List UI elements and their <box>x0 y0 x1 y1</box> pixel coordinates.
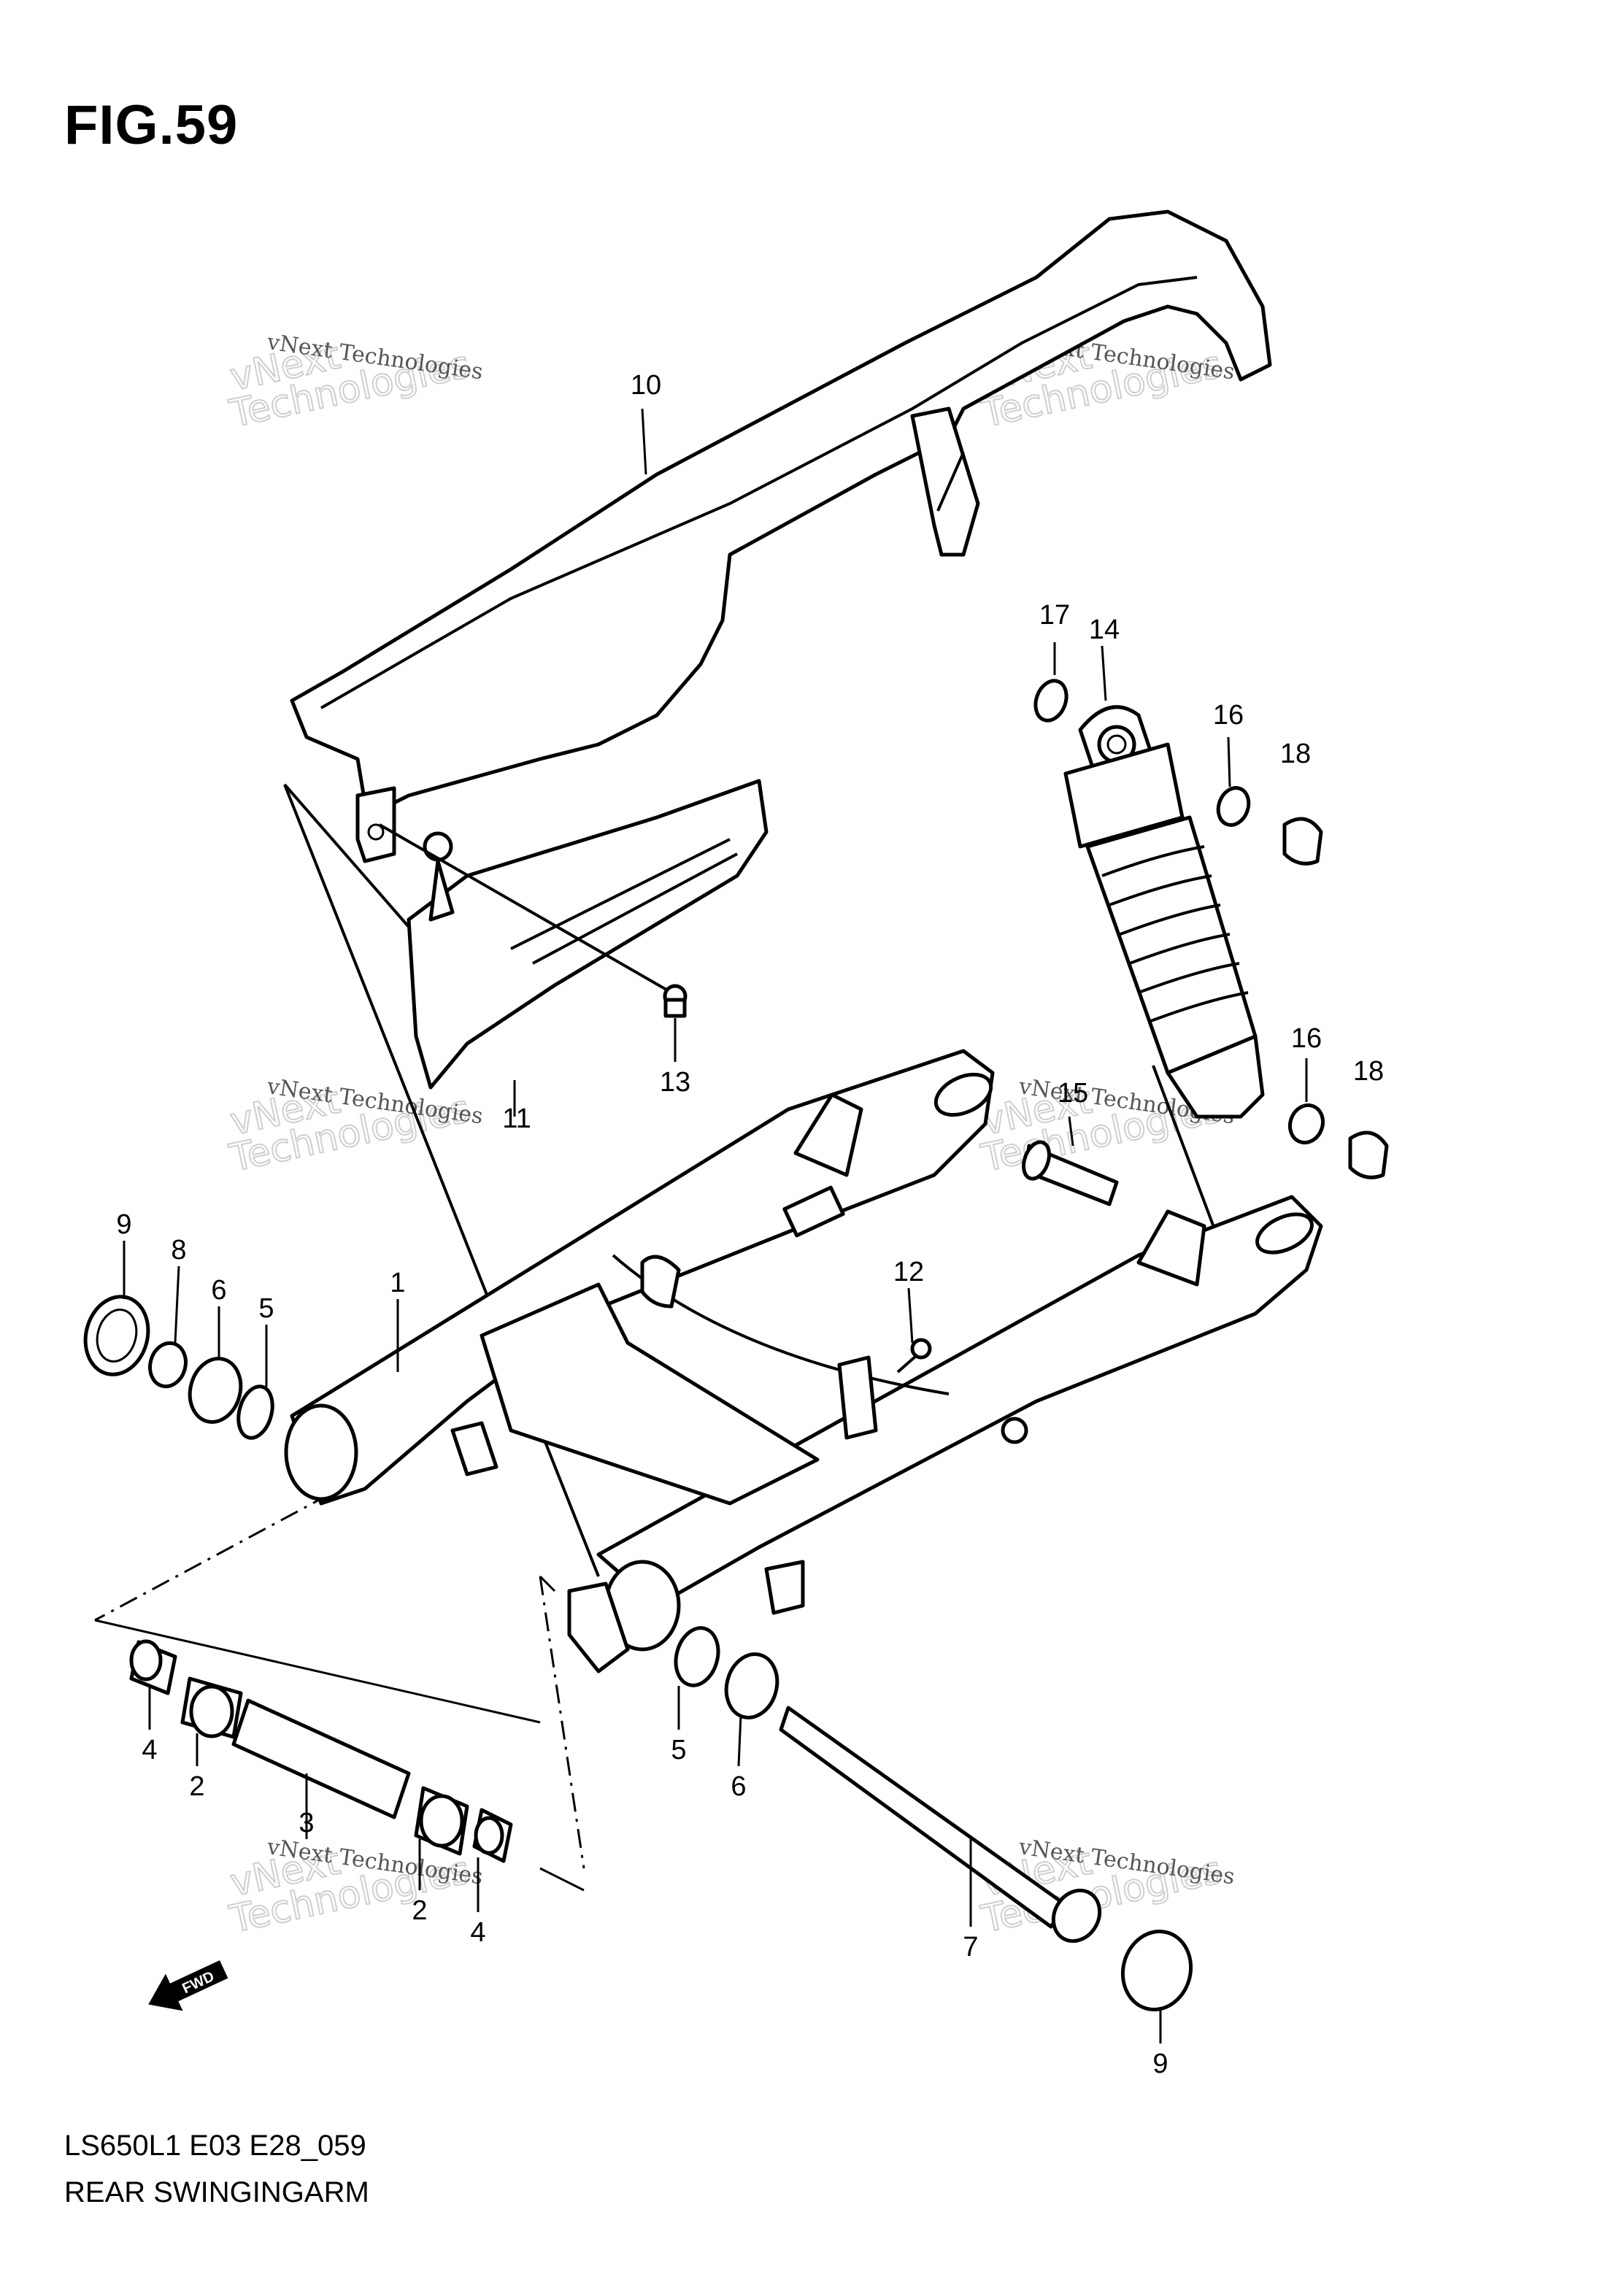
callout-16-upper: 16 <box>1213 700 1244 731</box>
left-bearing-stack <box>83 1295 274 1440</box>
part-9-cap-left <box>83 1295 150 1376</box>
callout-labels: 10 17 14 16 18 13 11 16 18 15 9 8 6 5 1 … <box>116 370 1384 2079</box>
callout-16-lower: 16 <box>1291 1023 1322 1054</box>
callout-2-right: 2 <box>412 1895 427 1926</box>
dashed-reference-line <box>94 1458 395 1622</box>
model-code: LS650L1 E03 E28_059 <box>64 2130 366 2162</box>
callout-13: 13 <box>660 1067 690 1098</box>
dashed-reference-line <box>539 1576 585 1869</box>
lower-bearing-stack <box>129 1639 513 1863</box>
callout-2-left: 2 <box>189 1771 204 1802</box>
callout-6-right: 6 <box>731 1771 746 1802</box>
callout-6-left: 6 <box>211 1275 226 1306</box>
part-10-chain-case <box>290 209 1272 863</box>
watermark-bottom-left: vNext Technologies vNext Technologies <box>225 1834 485 1943</box>
part-5-washer-left <box>236 1384 274 1440</box>
part-17-washer <box>1033 679 1069 723</box>
part-5-washer-right <box>674 1626 720 1687</box>
figure-title: FIG.59 <box>64 94 239 156</box>
part-13-bolt <box>379 823 688 1018</box>
callout-8: 8 <box>171 1235 186 1266</box>
callout-18-lower: 18 <box>1353 1056 1384 1087</box>
callout-11: 11 <box>502 1103 531 1134</box>
part-6-dust-seal-left <box>188 1357 243 1424</box>
part-18-cap-lower <box>1348 1130 1389 1179</box>
callout-12: 12 <box>893 1257 924 1287</box>
reference-line <box>94 1619 541 1724</box>
callout-15: 15 <box>1058 1078 1088 1109</box>
callout-10: 10 <box>631 370 661 401</box>
reference-line <box>539 1575 556 1592</box>
callout-9-left: 9 <box>116 1209 131 1240</box>
callout-9-right: 9 <box>1152 2049 1168 2079</box>
callout-1: 1 <box>390 1268 405 1298</box>
part-16-washer-lower <box>1287 1103 1325 1145</box>
callout-14: 14 <box>1089 615 1120 645</box>
part-11-chain-case-lower <box>407 779 769 1090</box>
part-15-shock-bolt <box>1022 1140 1119 1206</box>
pivot-boss-left <box>284 1403 358 1501</box>
watermark-mid-left: vNext Technologies vNext Technologies <box>225 1074 485 1182</box>
callout-7: 7 <box>963 1932 978 1962</box>
part-6-dust-seal-right <box>724 1652 779 1719</box>
part-9-cap-right <box>1120 1929 1193 2012</box>
callout-4-right: 4 <box>470 1917 485 1948</box>
part-16-washer-upper <box>1216 786 1251 827</box>
callout-leaders <box>123 408 1308 2043</box>
section-name: REAR SWINGINGARM <box>64 2176 369 2208</box>
part-7-pivot-shaft <box>779 1706 1068 1929</box>
part-12-bolt <box>896 1338 932 1374</box>
fwd-arrow: FWD <box>148 1960 228 2011</box>
fwd-arrow-icon <box>148 1960 228 2011</box>
part-3-pivot-spacer <box>231 1698 411 1819</box>
leader-line <box>283 783 410 928</box>
callout-5-left: 5 <box>258 1293 274 1324</box>
part-18-cap-upper <box>1282 817 1323 866</box>
callout-4-left: 4 <box>142 1735 157 1765</box>
callout-17: 17 <box>1039 600 1070 631</box>
callout-3: 3 <box>299 1808 314 1838</box>
leader-line <box>1152 1065 1220 1241</box>
watermark-top-left: vNext Technologies vNext Technologies <box>225 329 485 437</box>
reference-line <box>539 1867 585 1892</box>
part-1-swingarm <box>284 1049 1323 1673</box>
leader-line <box>283 784 600 1577</box>
right-pivot-stack <box>674 1626 1193 2012</box>
part-14-rear-shock <box>1063 705 1265 1119</box>
callout-18-upper: 18 <box>1280 739 1311 769</box>
part-8-spacer <box>148 1341 188 1389</box>
callout-5-right: 5 <box>671 1735 686 1765</box>
